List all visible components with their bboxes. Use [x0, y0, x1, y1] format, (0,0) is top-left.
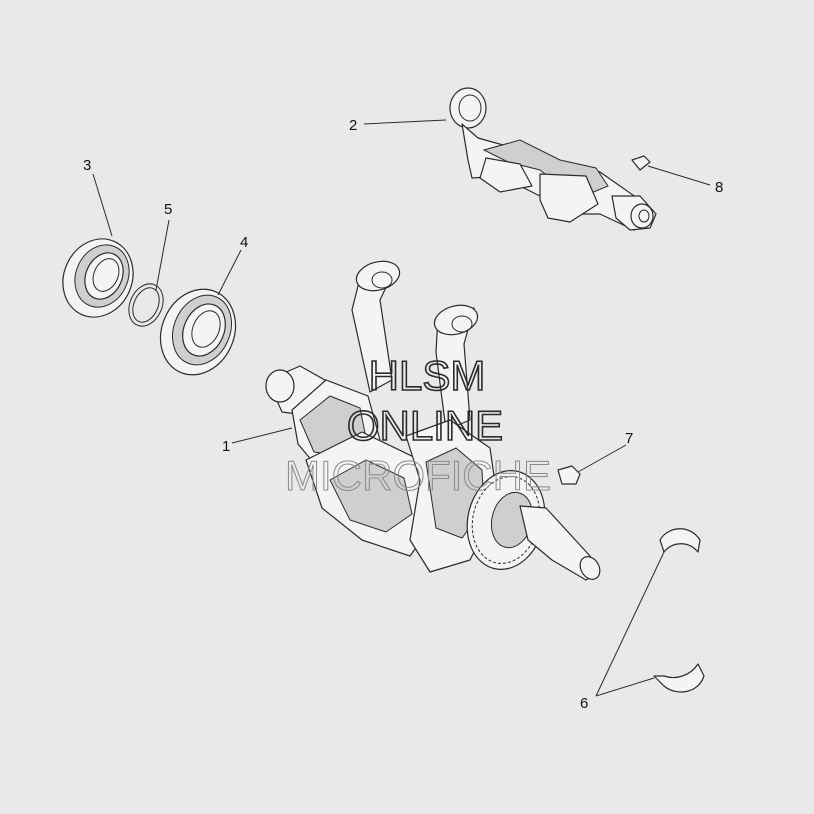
callout-7: 7	[625, 430, 633, 447]
bearing-part-4	[159, 288, 237, 376]
watermark-line-3: MICROFICHE	[285, 452, 551, 499]
callout-1: 1	[222, 438, 230, 455]
woodruff-key-part-8	[631, 155, 651, 171]
watermark-line-1: HLSM	[369, 352, 486, 399]
woodruff-key-part-7	[557, 465, 581, 485]
leader-lines	[92, 119, 711, 697]
balance-shaft-part-2	[449, 87, 657, 231]
snap-ring-part-5	[128, 283, 164, 327]
oil-seal-part-3	[62, 238, 134, 318]
watermark-line-2: ONLINE	[347, 402, 503, 449]
bearing-halves-part-6	[653, 528, 705, 693]
callout-4: 4	[240, 234, 248, 251]
callout-2: 2	[349, 117, 357, 134]
callout-8: 8	[715, 179, 723, 196]
callout-3: 3	[83, 157, 91, 174]
callout-6: 6	[580, 695, 588, 712]
watermark: HLSM ONLINE MICROFICHE	[285, 351, 552, 499]
callout-5: 5	[164, 201, 172, 218]
crankshaft-assembly-part-1	[265, 260, 601, 581]
